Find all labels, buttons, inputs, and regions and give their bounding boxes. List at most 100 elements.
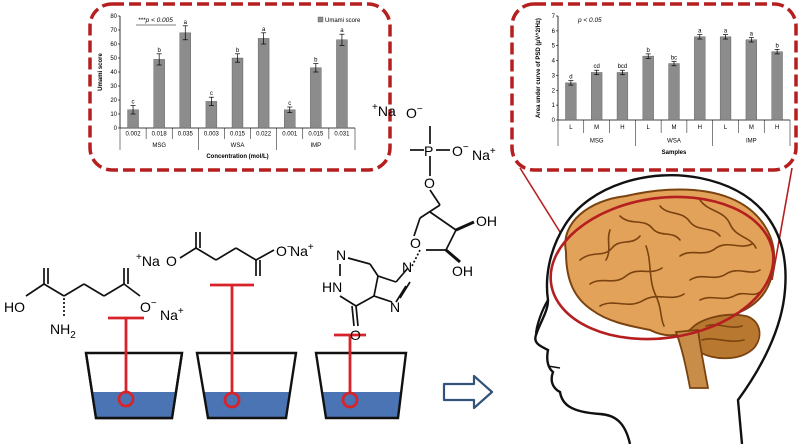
significance-letter: a [750, 32, 754, 38]
y-tick-label: 60 [110, 42, 117, 48]
x-tick-label: 0.003 [204, 132, 220, 138]
cup-imp [314, 333, 408, 420]
significance-letter: c [132, 100, 135, 106]
x-tick-label: 0.022 [256, 132, 272, 138]
x-axis-title: Samples [662, 150, 687, 156]
wsa-o-right: O− [276, 242, 293, 259]
legend-label: Umami score [325, 18, 361, 24]
zoom-line-left [519, 167, 561, 233]
x-tick-label: 0.015 [308, 132, 324, 138]
imp-oh-2: OH [452, 263, 473, 279]
msg-ho: HO [4, 299, 25, 315]
bar [616, 72, 629, 121]
y-tick-label: 6 [552, 29, 556, 35]
x-tick-label: 0.015 [230, 132, 246, 138]
y-tick-label: 5 [552, 44, 556, 50]
y-tick-label: 10 [110, 112, 117, 118]
imp-na-top: +Na [372, 102, 396, 119]
wsa-structure [179, 232, 275, 276]
x-tick-label: 0.018 [152, 132, 168, 138]
y-tick-label: 30 [110, 84, 117, 90]
imp-n-7: N [390, 299, 400, 315]
x-tick-label: H [698, 125, 702, 131]
group-label: WSA [231, 143, 245, 149]
x-tick-label: H [775, 125, 779, 131]
imp-o-ring: O [410, 235, 421, 251]
bar [771, 51, 783, 121]
arrow-icon [442, 374, 494, 410]
bar [719, 36, 732, 121]
x-tick-label: 0.002 [126, 132, 142, 138]
head-illustration [534, 174, 787, 444]
significance-letter: c [210, 91, 213, 97]
significance-letter: a [262, 27, 266, 33]
imp-labels: +Na O− P O− Na+ O O OH OH N N N HN O [322, 102, 497, 343]
group-label: WSA [667, 138, 681, 144]
x-tick-label: M [672, 125, 677, 131]
imp-o-right: O− [452, 142, 469, 159]
imp-n-9: N [402, 259, 412, 275]
group-label: MSG [152, 143, 166, 149]
x-tick-label: L [569, 125, 573, 131]
significance-letter: a [698, 29, 702, 35]
x-tick-label: H [620, 125, 624, 131]
bar [179, 32, 191, 129]
imp-oh-1: OH [476, 213, 497, 229]
x-tick-label: L [724, 125, 728, 131]
significance-annotation: ***p < 0.005 [138, 17, 173, 24]
significance-letter: c [288, 101, 291, 107]
significance-letter: a [724, 29, 728, 35]
brain-focus-ellipse [549, 195, 775, 341]
bar [668, 63, 680, 121]
bar [694, 36, 706, 121]
significance-letter: b [775, 43, 779, 49]
bar [565, 82, 577, 121]
lip-line [547, 365, 561, 369]
y-tick-label: 20 [110, 98, 117, 104]
msg-na: Na+ [160, 306, 184, 323]
wsa-na-left: +Na [136, 252, 160, 269]
msg-o-minus: O− [140, 298, 157, 315]
y-tick-label: 40 [110, 70, 117, 76]
group-label: IMP [310, 143, 321, 149]
significance-letter: b [647, 48, 651, 54]
wsa-o-left: O [166, 253, 177, 269]
bar [257, 38, 270, 129]
x-tick-label: M [749, 125, 754, 131]
msg-structure [25, 268, 141, 318]
y-axis-title: Umami score [98, 52, 104, 90]
nose-line [534, 299, 549, 336]
imp-p: P [424, 143, 433, 159]
x-tick-label: 0.001 [282, 132, 298, 138]
bar [336, 39, 348, 129]
imp-structure [339, 126, 475, 327]
msg-nh2: NH2 [50, 321, 76, 341]
y-tick-label: 1 [552, 103, 556, 109]
wsa-na-right: Na+ [290, 242, 314, 259]
x-tick-label: L [647, 125, 651, 131]
y-tick-label: 3 [552, 73, 556, 79]
brain-gyri [579, 199, 761, 342]
y-axis-title: Area under curve of PSD (μV^2/Hz) [536, 18, 542, 118]
bar [231, 57, 244, 129]
imp-n-3: N [336, 247, 346, 263]
significance-annotation: p < 0.05 [577, 17, 602, 24]
significance-letter: b [314, 58, 318, 64]
x-tick-label: 0.031 [334, 132, 350, 138]
group-label: MSG [590, 138, 604, 144]
significance-letter: a [184, 20, 188, 26]
msg-labels: HO NH2 O− Na+ [4, 298, 184, 341]
imp-hn: HN [322, 279, 342, 295]
bar [591, 72, 603, 121]
group-label: IMP [746, 138, 757, 144]
brain-illustration [549, 188, 776, 389]
y-tick-label: 70 [110, 28, 117, 34]
zoom-line-right [771, 167, 793, 281]
cup-msg [84, 316, 184, 420]
x-axis-title: Concentration (mol/L) [206, 154, 268, 160]
significance-letter: d [569, 75, 572, 81]
y-tick-label: 80 [110, 14, 117, 20]
